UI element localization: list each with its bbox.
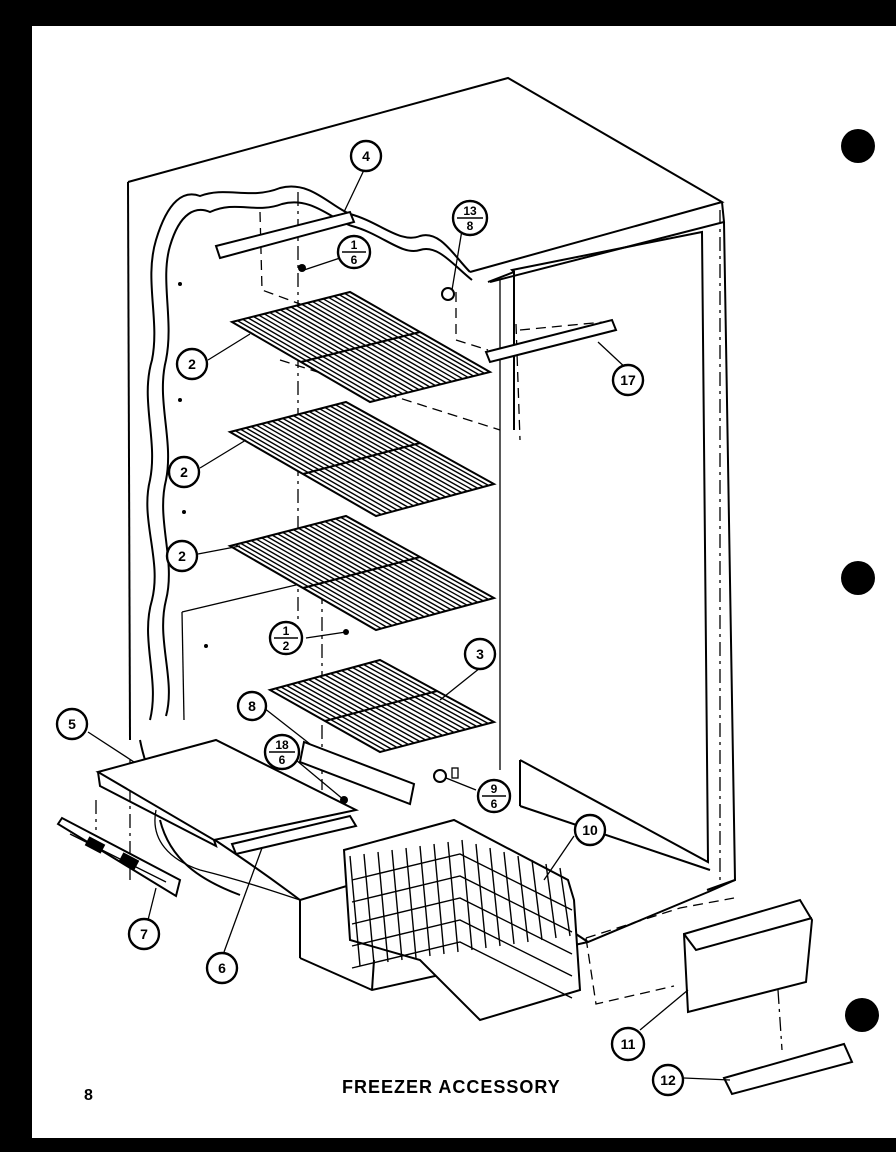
callout-c1a: 16 — [336, 234, 372, 270]
fastener-screw — [178, 264, 459, 804]
wire-shelf-3 — [227, 514, 497, 632]
callout-c17: 17 — [611, 363, 645, 397]
callout-number: 9 — [491, 782, 498, 796]
callout-c8: 8 — [236, 690, 268, 722]
callout-number: 7 — [140, 926, 148, 942]
callout-number: 2 — [180, 464, 188, 480]
callout-number: 4 — [362, 148, 370, 164]
callout-c4: 4 — [349, 139, 383, 173]
callout-c3: 3 — [463, 637, 497, 671]
bottom-cover-plate — [95, 738, 360, 901]
shelf-rail-right — [484, 318, 618, 364]
callout-c5: 5 — [55, 707, 89, 741]
callout-subnumber: 6 — [351, 253, 358, 267]
callout-subnumber: 8 — [467, 219, 474, 233]
door-trim-strip — [722, 1042, 854, 1096]
callout-c2a: 2 — [175, 347, 209, 381]
callout-number: 12 — [660, 1072, 676, 1088]
callout-number: 3 — [476, 646, 484, 662]
callout-number: 1 — [283, 624, 290, 638]
callout-subnumber: 6 — [279, 753, 286, 767]
leader-lines — [87, 169, 731, 1081]
punch-hole-middle — [841, 561, 875, 595]
callout-number: 2 — [188, 356, 196, 372]
callout-number: 17 — [620, 372, 636, 388]
wire-shelf-1 — [229, 290, 493, 404]
callout-c10: 10 — [573, 813, 607, 847]
callout-number: 6 — [218, 960, 226, 976]
wire-shelf-4 — [267, 658, 497, 754]
callout-number: 1 — [351, 238, 358, 252]
callout-c7: 7 — [127, 917, 161, 951]
callout-c13: 138 — [451, 199, 489, 237]
callout-number: 18 — [275, 738, 289, 752]
callout-number: 10 — [582, 822, 598, 838]
punch-hole-top — [841, 129, 875, 163]
callout-number: 13 — [463, 204, 477, 218]
shelf-rail-top — [214, 210, 356, 260]
page-number: 8 — [84, 1087, 93, 1104]
callout-number: 8 — [248, 698, 256, 714]
callout-subnumber: 2 — [283, 639, 290, 653]
front-grille — [56, 800, 182, 898]
callout-number: 5 — [68, 716, 76, 732]
wire-basket — [342, 818, 582, 1022]
diagram-title: FREEZER ACCESSORY — [342, 1077, 561, 1097]
callout-number: 2 — [178, 548, 186, 564]
callout-c11: 11 — [610, 1026, 646, 1062]
punch-hole-bottom — [845, 998, 879, 1032]
shelf-rail-lower — [298, 740, 416, 806]
callout-c12: 12 — [651, 1063, 685, 1097]
door-panel — [585, 897, 814, 1051]
callout-subnumber: 6 — [491, 797, 498, 811]
callout-number: 11 — [621, 1036, 636, 1052]
callout-c18: 186 — [263, 733, 301, 771]
callout-c6: 6 — [205, 951, 239, 985]
callout-c9: 96 — [476, 778, 512, 814]
wire-shelf-2 — [227, 400, 497, 518]
callout-c1b: 12 — [268, 620, 304, 656]
callout-c2b: 2 — [167, 455, 201, 489]
callout-c2c: 2 — [165, 539, 199, 573]
